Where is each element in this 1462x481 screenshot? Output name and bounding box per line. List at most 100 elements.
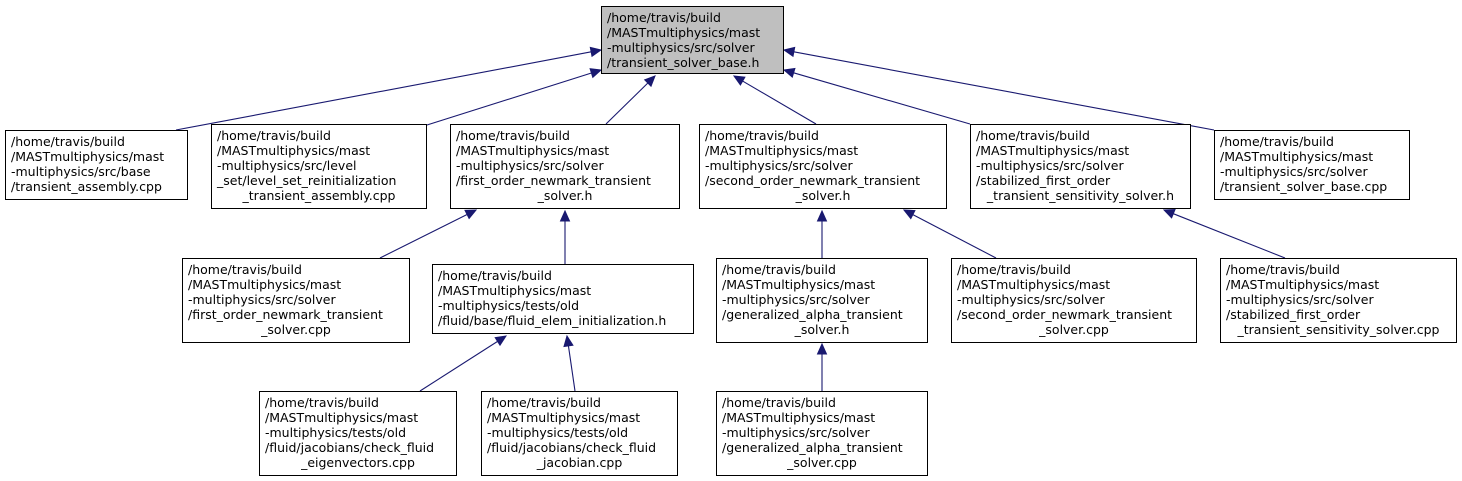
node-label-line: -multiphysics/src/solver	[976, 158, 1124, 173]
graph-node-n2[interactable]: /home/travis/build/MASTmultiphysics/mast…	[211, 124, 427, 209]
node-label-line: /home/travis/build	[438, 268, 552, 283]
graph-node-n5[interactable]: /home/travis/build/MASTmultiphysics/mast…	[970, 124, 1191, 209]
node-label-line: -multiphysics/src/solver	[705, 158, 853, 173]
node-label-line: /home/travis/build	[456, 128, 570, 143]
node-label-line: -multiphysics/src/level	[217, 158, 357, 173]
node-label-line: /home/travis/build	[188, 262, 302, 277]
node-label-line: _eigenvectors.cpp	[301, 455, 415, 470]
node-label-line: /fluid/jacobians/check_fluid	[487, 440, 657, 455]
graph-node-n3[interactable]: /home/travis/build/MASTmultiphysics/mast…	[450, 124, 680, 209]
node-label-line: -multiphysics/src/solver	[722, 425, 870, 440]
edge-arrowhead	[464, 209, 478, 220]
node-label-line: /home/travis/build	[1226, 262, 1340, 277]
node-label-line: /home/travis/build	[976, 128, 1090, 143]
node-label-line: /generalized_alpha_transient	[722, 307, 903, 322]
node-label-line: /MASTmultiphysics/mast	[1226, 277, 1380, 292]
node-label-line: /transient_assembly.cpp	[11, 179, 162, 194]
edge-n4-root	[732, 75, 817, 125]
node-label-line: /stabilized_first_order	[976, 173, 1111, 188]
edge-line	[567, 345, 576, 392]
node-label-line: /MASTmultiphysics/mast	[1220, 149, 1374, 164]
node-label-line: -multiphysics/src/base	[11, 164, 151, 179]
node-label-line: /MASTmultiphysics/mast	[722, 410, 876, 425]
edge-line	[793, 51, 1215, 131]
node-label-line: /MASTmultiphysics/mast	[487, 410, 641, 425]
graph-node-n4[interactable]: /home/travis/build/MASTmultiphysics/mast…	[699, 124, 947, 209]
node-label-line: -multiphysics/src/solver	[607, 40, 755, 55]
edge-n13-n8	[563, 334, 576, 392]
node-label-line: _transient_sensitivity_solver.cpp	[1237, 322, 1440, 337]
edge-n7-n3	[379, 209, 478, 259]
graph-node-n11[interactable]: /home/travis/build/MASTmultiphysics/mast…	[1220, 258, 1457, 343]
node-label-line: /first_order_newmark_transient	[188, 307, 383, 322]
edge-line	[426, 72, 592, 126]
node-label-line: -multiphysics/src/solver	[1220, 164, 1368, 179]
node-label-line: -multiphysics/tests/old	[438, 298, 580, 313]
graph-node-n8[interactable]: /home/travis/build/MASTmultiphysics/mast…	[432, 264, 694, 334]
edge-line	[742, 80, 817, 125]
graph-node-n7[interactable]: /home/travis/build/MASTmultiphysics/mast…	[182, 258, 410, 343]
edge-line	[1173, 213, 1286, 259]
edge-n10-n4	[902, 209, 997, 259]
graph-node-n9[interactable]: /home/travis/build/MASTmultiphysics/mast…	[716, 258, 928, 343]
node-label-line: /MASTmultiphysics/mast	[11, 149, 165, 164]
edge-arrowhead	[643, 75, 656, 88]
edge-n9-n4	[816, 209, 828, 258]
node-label-line: /home/travis/build	[705, 128, 819, 143]
edge-n5-root	[782, 67, 971, 125]
node-label-line: /home/travis/build	[722, 262, 836, 277]
node-label-line: /home/travis/build	[265, 395, 379, 410]
node-label-line: /MASTmultiphysics/mast	[722, 277, 876, 292]
edge-arrowhead	[589, 68, 603, 79]
node-label-line: /home/travis/build	[11, 134, 125, 149]
edge-n6-root	[782, 46, 1215, 131]
edge-n8-n3	[559, 209, 571, 264]
edge-line	[605, 82, 649, 125]
edge-arrowhead	[902, 209, 916, 220]
node-label-line: _solver.cpp	[261, 322, 331, 337]
node-label-line: /home/travis/build	[1220, 134, 1334, 149]
node-label-line: /generalized_alpha_transient	[722, 440, 903, 455]
node-label-line: /MASTmultiphysics/mast	[217, 143, 371, 158]
edge-arrowhead	[782, 67, 796, 78]
edge-line	[912, 214, 997, 259]
graph-node-current-file: /home/travis/build/MASTmultiphysics/mast…	[601, 6, 784, 74]
edge-n2-root	[426, 68, 603, 126]
edge-n3-root	[605, 75, 656, 125]
node-label-line: /home/travis/build	[487, 395, 601, 410]
node-label-line: _set/level_set_reinitialization	[217, 173, 397, 188]
node-label-line: /first_order_newmark_transient	[456, 173, 651, 188]
node-label-line: -multiphysics/src/solver	[722, 292, 870, 307]
graph-node-n14[interactable]: /home/travis/build/MASTmultiphysics/mast…	[716, 391, 928, 476]
node-label-line: /fluid/jacobians/check_fluid	[265, 440, 435, 455]
node-label-line: _solver.h	[794, 322, 850, 337]
edge-arrowhead	[816, 342, 828, 355]
edge-arrowhead	[563, 334, 574, 348]
node-label-line: /transient_solver_base.h	[607, 55, 760, 70]
node-label-line: /fluid/base/fluid_elem_initialization.h	[438, 313, 667, 328]
edge-arrowhead	[732, 75, 746, 86]
graph-node-n10[interactable]: /home/travis/build/MASTmultiphysics/mast…	[951, 258, 1197, 343]
node-label-line: /second_order_newmark_transient	[957, 307, 1173, 322]
graph-node-n12[interactable]: /home/travis/build/MASTmultiphysics/mast…	[259, 391, 457, 476]
node-label-line: _solver.h	[537, 188, 593, 203]
graph-node-n13[interactable]: /home/travis/build/MASTmultiphysics/mast…	[481, 391, 678, 476]
node-label-line: /transient_solver_base.cpp	[1220, 179, 1388, 194]
node-label-line: /home/travis/build	[607, 10, 721, 25]
node-label-line: _transient_assembly.cpp	[242, 188, 396, 203]
node-label-line: /home/travis/build	[722, 395, 836, 410]
graph-node-n1[interactable]: /home/travis/build/MASTmultiphysics/mast…	[5, 130, 188, 200]
node-label-line: /MASTmultiphysics/mast	[607, 25, 761, 40]
node-label-line: -multiphysics/src/solver	[456, 158, 604, 173]
node-label-line: -multiphysics/src/solver	[1226, 292, 1374, 307]
node-label-line: /MASTmultiphysics/mast	[188, 277, 342, 292]
graph-node-n6[interactable]: /home/travis/build/MASTmultiphysics/mast…	[1214, 130, 1410, 200]
node-label-line: _transient_sensitivity_solver.h	[986, 188, 1175, 203]
edge-line	[379, 213, 468, 259]
node-label-line: /home/travis/build	[217, 128, 331, 143]
edge-arrowhead	[494, 335, 508, 347]
node-label-line: /MASTmultiphysics/mast	[438, 283, 592, 298]
edge-n1-root	[175, 46, 603, 131]
